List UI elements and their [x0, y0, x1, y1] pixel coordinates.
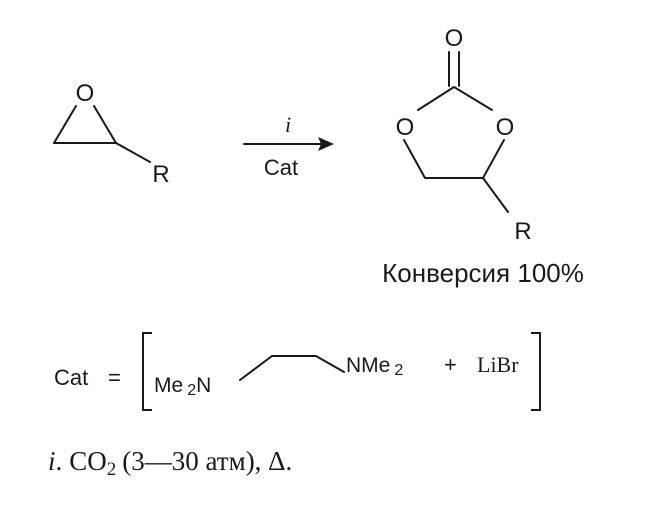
ring-oxygen-right-label: O — [496, 114, 515, 141]
conditions-label: i — [48, 446, 56, 476]
carbonate-structure: O O O R — [396, 25, 532, 245]
left-amine-n: N — [196, 374, 211, 397]
arrow-label-above: i — [285, 112, 291, 137]
ethylene-bridge — [239, 355, 345, 381]
epoxide-bond-c2-r — [115, 142, 151, 163]
ring-oxygen-left-label: O — [396, 114, 415, 141]
ring-bond-oright-ch — [482, 139, 505, 179]
epoxide-r-label: R — [152, 161, 169, 188]
ring-bond-ch-r — [482, 177, 509, 213]
epoxide-bond-o-c1 — [53, 105, 77, 144]
right-amine-sub: 2 — [394, 362, 403, 379]
catalyst-plus: + — [444, 352, 457, 377]
catalyst-equals: = — [108, 365, 121, 390]
ring-bond-c-oright — [453, 86, 493, 111]
conditions-co2-sub: 2 — [107, 459, 117, 480]
epoxide-oxygen-label: O — [76, 80, 95, 107]
bracket-left — [142, 332, 152, 411]
right-amine-nme: NMe — [346, 354, 390, 377]
epoxide-structure: O R — [53, 80, 170, 188]
conditions-line: i.CO2(3—30 атм), Δ. — [48, 446, 292, 480]
conditions-pressure: (3—30 атм), Δ. — [122, 446, 292, 476]
ring-bond-oleft-ch2 — [403, 139, 426, 179]
catalyst-salt: LiBr — [477, 352, 519, 377]
ring-bond-c-oleft — [417, 86, 455, 111]
epoxide-bond-o-c2 — [93, 105, 117, 144]
reaction-arrow: i Cat — [243, 112, 334, 180]
conditions-co2: CO — [69, 446, 107, 476]
arrow-head — [318, 137, 334, 151]
conditions-dot: . — [56, 446, 63, 476]
arrow-label-below: Cat — [264, 155, 298, 180]
left-amine-sub: 2 — [187, 382, 196, 399]
carbonyl-oxygen-label: O — [445, 25, 464, 52]
bracket-right — [531, 332, 541, 411]
conversion-label: Конверсия 100% — [382, 258, 584, 288]
left-amine-me: Me — [154, 374, 183, 397]
catalyst-label: Cat — [54, 365, 88, 390]
product-r-label: R — [514, 218, 531, 245]
